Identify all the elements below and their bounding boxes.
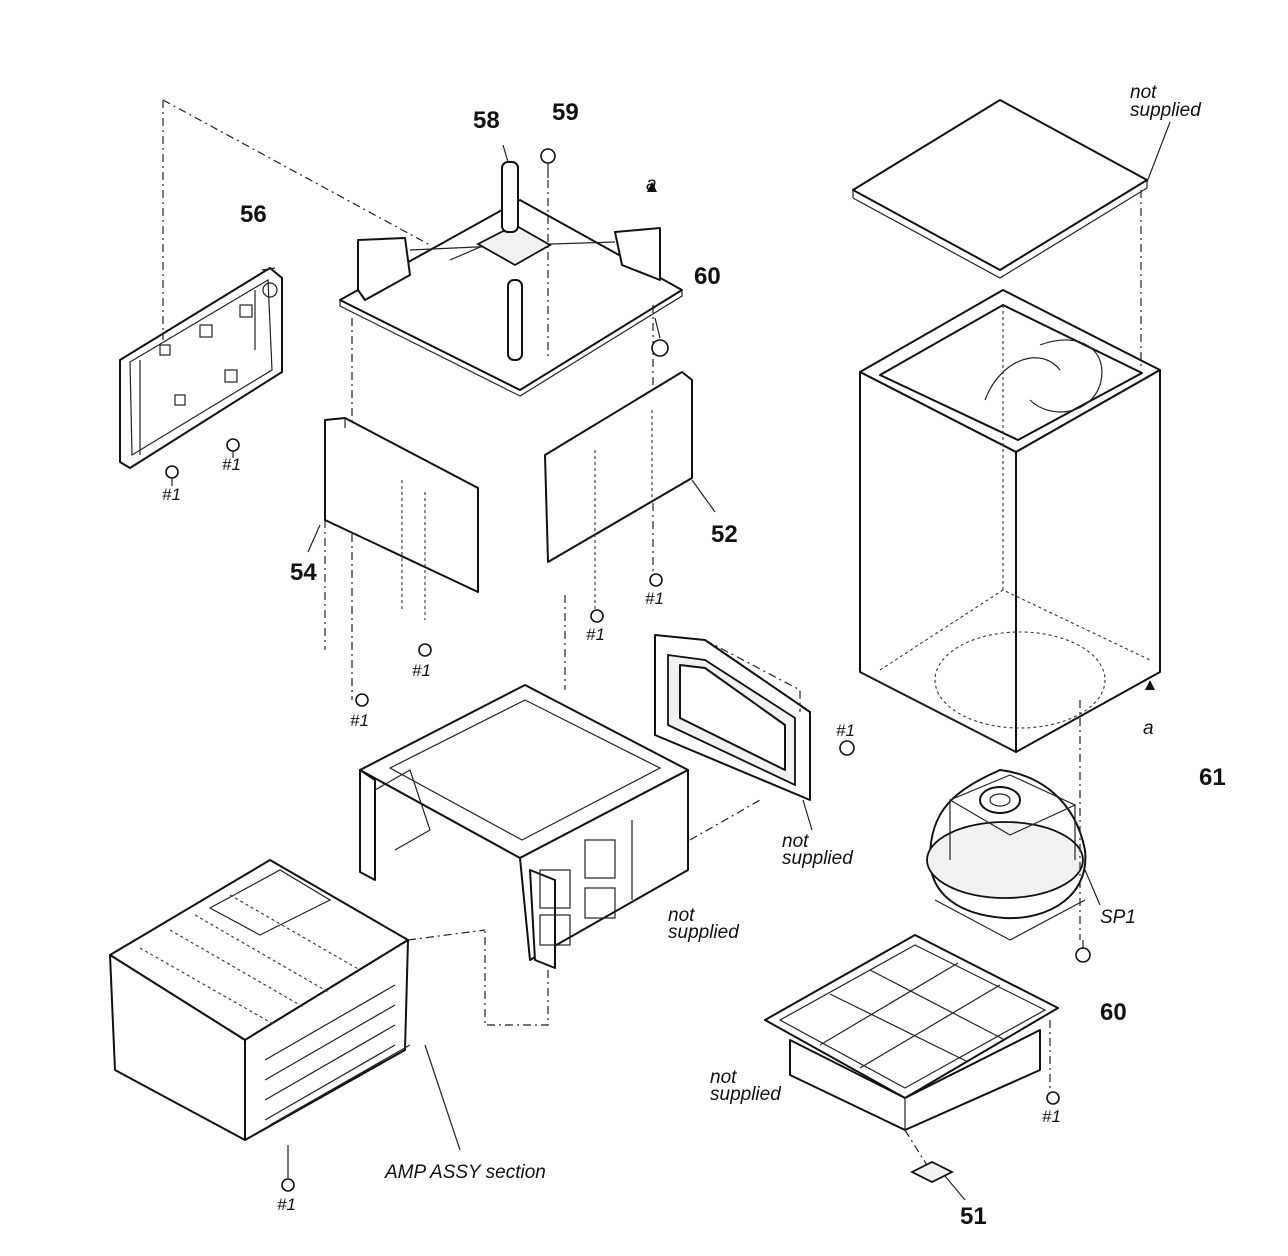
screw-ref: #1 <box>350 711 369 730</box>
screw-icon <box>649 573 663 587</box>
part-number-61: 61 <box>1199 764 1226 791</box>
panel-54 <box>307 417 479 650</box>
amp-assy-label: AMP ASSY section <box>384 1162 546 1183</box>
part-label-sp1: SP1 <box>1100 907 1136 928</box>
speaker-sp1 <box>926 700 1101 941</box>
screw-icon <box>281 1145 295 1192</box>
not-supplied-top-1: not <box>1130 82 1157 103</box>
screw-icon <box>651 317 669 357</box>
part-number-52: 52 <box>711 521 738 548</box>
chassis-frame <box>359 595 761 1026</box>
screw-ref: #1 <box>162 485 181 504</box>
not-supplied-tray-2: supplied <box>710 1084 782 1105</box>
top-panel <box>852 99 1171 370</box>
part-number-60-bottom: 60 <box>1100 999 1127 1026</box>
not-supplied-top-2: supplied <box>1130 100 1202 121</box>
part-number-59: 59 <box>552 99 579 126</box>
screw-ref: #1 <box>412 661 431 680</box>
cabinet-61 <box>859 289 1161 753</box>
panel-52 <box>544 371 716 610</box>
part-number-56: 56 <box>240 201 267 228</box>
screw-ref: #1 <box>645 589 664 608</box>
marker-a-bottom: a <box>1143 718 1154 739</box>
screw-ref: #1 <box>1042 1107 1061 1126</box>
screw-ref: #1 <box>586 625 605 644</box>
screws <box>165 148 1155 1192</box>
bottom-tray <box>764 934 1059 1201</box>
screw-icon <box>1075 940 1091 963</box>
not-supplied-chassis-2: supplied <box>668 922 740 943</box>
not-supplied-chassis-1: not <box>668 905 695 926</box>
part-number-60-top: 60 <box>694 263 721 290</box>
window-frame <box>654 634 813 831</box>
screw-icon <box>540 148 556 178</box>
screw-ref: #1 <box>222 455 241 474</box>
screw-icon <box>226 438 240 458</box>
amp-assy <box>109 859 486 1151</box>
part-number-54: 54 <box>290 559 317 586</box>
screw-icon <box>355 693 369 707</box>
board-56 <box>119 99 431 469</box>
not-supplied-tray-1: not <box>710 1067 737 1088</box>
part-number-58: 58 <box>473 107 500 134</box>
screw-ref: #1 <box>277 1195 296 1214</box>
top-plate-58 <box>339 144 683 700</box>
not-supplied-frame-1: not <box>782 831 809 852</box>
screw-icon <box>590 609 604 623</box>
screw-icon <box>1046 1091 1060 1105</box>
not-supplied-frame-2: supplied <box>782 848 854 869</box>
screw-icon <box>418 643 432 657</box>
screw-ref: #1 <box>836 721 855 740</box>
part-number-51: 51 <box>960 1203 987 1230</box>
marker-a-top: a <box>646 174 657 195</box>
screw-icon <box>839 740 855 756</box>
screw-icon <box>165 465 179 486</box>
